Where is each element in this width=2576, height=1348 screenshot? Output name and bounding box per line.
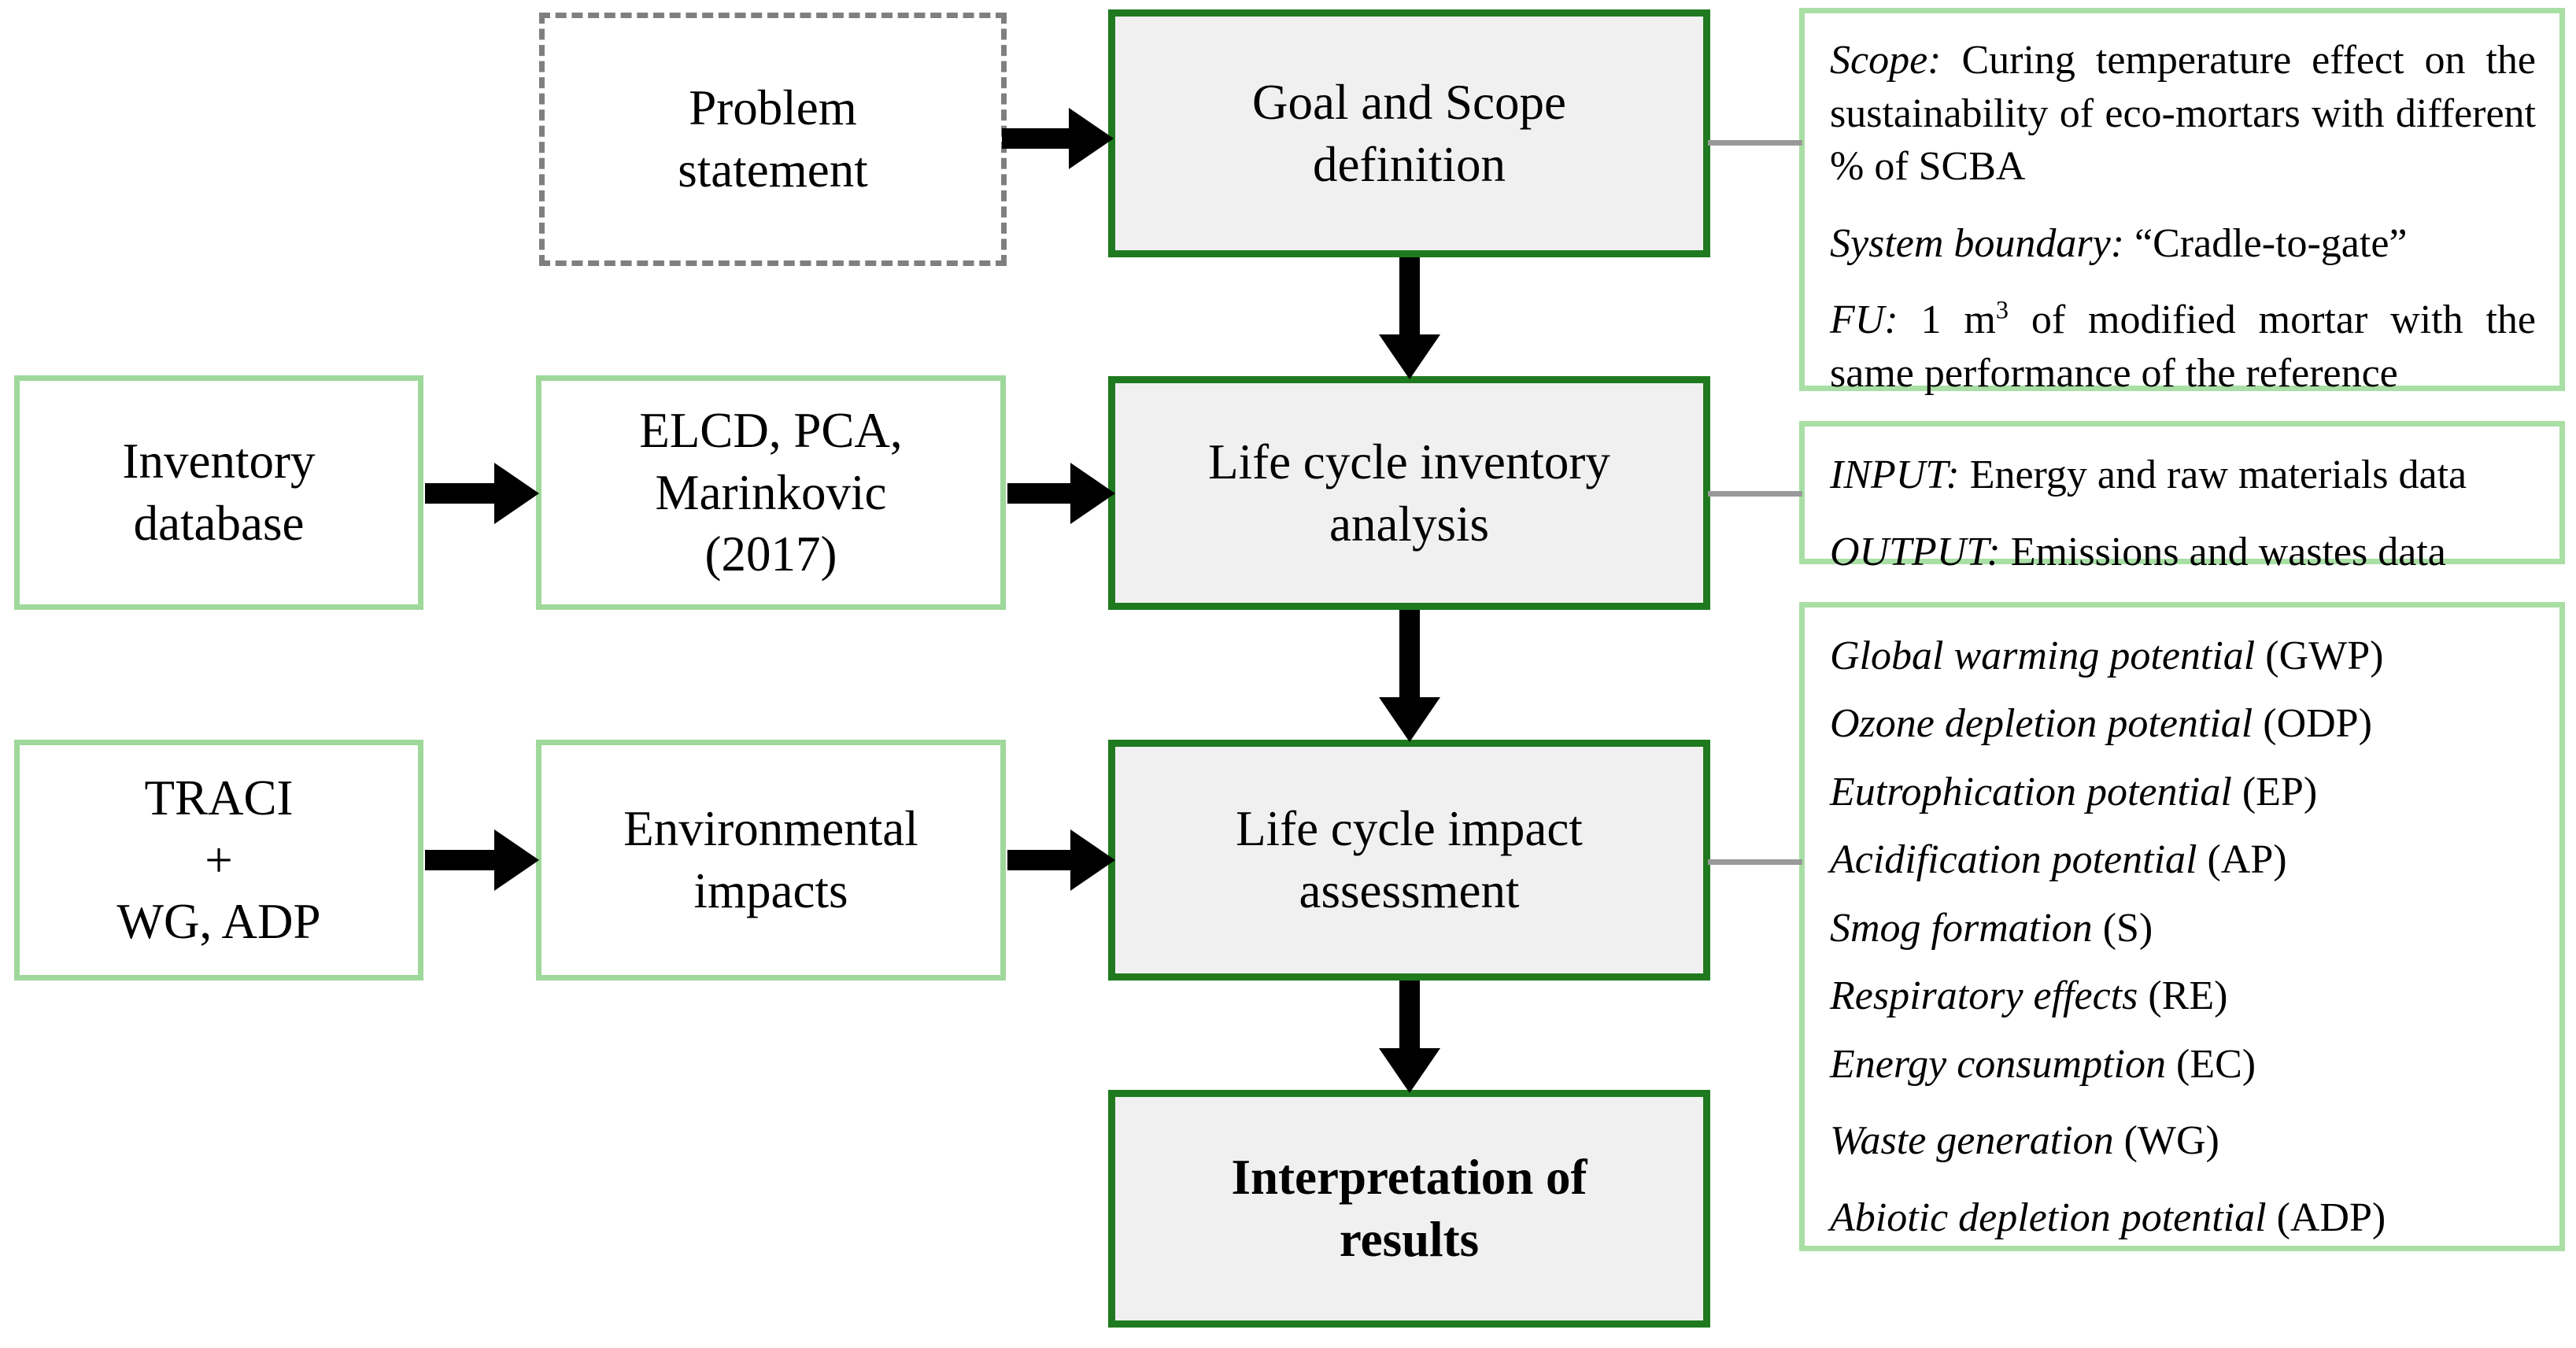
note-goal-and-scope: Scope: Curing temperature effect on the … (1799, 8, 2565, 396)
impact-category-name: Ozone depletion potential (1830, 701, 2253, 747)
connector-goal-to-note (1708, 140, 1802, 146)
note-fu-exponent: 3 (1995, 296, 2009, 325)
arrow-head (1070, 463, 1115, 524)
note-output-line: OUTPUT: Emissions and wastes data (1830, 526, 2536, 579)
impact-category-item: Respiratory effects (RE) (1830, 971, 2536, 1021)
impact-category-item: Abiotic depletion potential (ADP) (1830, 1193, 2536, 1243)
note-impact-categories: Global warming potential (GWP) Ozone dep… (1799, 602, 2565, 1251)
arrow-head (494, 829, 539, 891)
impact-category-abbr: (ADP) (2276, 1195, 2386, 1240)
node-inventory-database[interactable]: Inventory database (14, 375, 423, 610)
impact-category-abbr: (WG) (2123, 1118, 2219, 1164)
arrow-shaft (1399, 981, 1420, 1054)
arrow-head (1379, 334, 1440, 379)
node-problem-statement[interactable]: Problem statement (539, 13, 1007, 266)
node-interpretation-of-results-label: Interpretation of results (1231, 1150, 1587, 1267)
impact-category-item: Global warming potential (GWP) (1830, 631, 2536, 681)
note-input-key: INPUT: (1830, 452, 1960, 497)
arrow-shaft (425, 483, 500, 504)
impact-category-item: Energy consumption (EC) (1830, 1040, 2536, 1089)
arrow-shaft (1007, 850, 1076, 870)
note-input-text: Energy and raw materials data (1959, 452, 2467, 497)
arrow-shaft (1002, 128, 1074, 149)
impact-category-name: Abiotic depletion potential (1830, 1195, 2267, 1240)
impact-category-item: Waste generation (WG) (1830, 1116, 2536, 1165)
connector-inventory-to-note (1708, 491, 1802, 497)
arrow-shaft (1399, 610, 1420, 703)
impact-category-name: Waste generation (1830, 1118, 2114, 1164)
node-environmental-impacts[interactable]: Environmental impacts (536, 740, 1006, 981)
note-fu-key: FU: (1830, 297, 1898, 343)
arrow-shaft (1007, 483, 1076, 504)
note-inventory-io: INPUT: Energy and raw materials data OUT… (1799, 421, 2565, 574)
node-goal-and-scope-definition-label: Goal and Scope definition (1252, 74, 1566, 192)
arrow-head (1070, 829, 1115, 891)
impact-category-item: Acidification potential (AP) (1830, 835, 2536, 885)
connector-impact-to-note (1708, 859, 1802, 865)
impact-category-abbr: (ODP) (2263, 701, 2372, 747)
impact-category-name: Global warming potential (1830, 633, 2256, 678)
impact-category-name: Eutrophication potential (1830, 769, 2232, 814)
impact-category-abbr: (AP) (2207, 837, 2287, 883)
note-output-text: Emissions and wastes data (2000, 529, 2446, 574)
node-databases[interactable]: ELCD, PCA, Marinkovic (2017) (536, 375, 1006, 610)
note-scope-key: Scope: (1830, 38, 1942, 83)
arrow-head (494, 463, 539, 524)
node-life-cycle-inventory-analysis-label: Life cycle inventory analysis (1208, 434, 1610, 552)
node-traci-label: TRACI + WG, ADP (116, 770, 321, 950)
node-life-cycle-impact-assessment[interactable]: Life cycle impact assessment (1108, 740, 1710, 981)
impact-category-item: Smog formation (S) (1830, 903, 2536, 953)
impact-category-name: Acidification potential (1830, 837, 2197, 883)
note-scope-line: Scope: Curing temperature effect on the … (1830, 34, 2536, 194)
note-scope-text: Curing temperature effect on the sustain… (1830, 38, 2536, 190)
impact-category-name: Energy consumption (1830, 1041, 2166, 1087)
node-inventory-database-label: Inventory database (122, 434, 316, 551)
impact-category-name: Smog formation (1830, 905, 2093, 951)
node-life-cycle-impact-assessment-label: Life cycle impact assessment (1236, 801, 1583, 918)
impact-category-abbr: (GWP) (2265, 633, 2384, 678)
node-problem-statement-label: Problem statement (678, 80, 868, 198)
impact-category-item: Eutrophication potential (EP) (1830, 767, 2536, 817)
impact-category-abbr: (RE) (2148, 973, 2228, 1019)
note-system-boundary-line: System boundary: “Cradle-to-gate” (1830, 217, 2536, 271)
note-fu-suffix: of modified mortar with the same perform… (1830, 297, 2536, 396)
node-interpretation-of-results[interactable]: Interpretation of results (1108, 1090, 1710, 1328)
arrow-head (1379, 1048, 1440, 1093)
note-output-key: OUTPUT: (1830, 529, 2001, 574)
node-traci[interactable]: TRACI + WG, ADP (14, 740, 423, 981)
arrow-shaft (425, 850, 500, 870)
arrow-shaft (1399, 257, 1420, 340)
note-fu-prefix: 1 m (1898, 297, 1996, 343)
node-environmental-impacts-label: Environmental impacts (623, 801, 918, 918)
arrow-head (1379, 697, 1440, 742)
impact-category-abbr: (EP) (2242, 769, 2318, 814)
note-input-line: INPUT: Energy and raw materials data (1830, 449, 2536, 502)
note-fu-line: FU: 1 m3 of modified mortar with the sam… (1830, 294, 2536, 400)
impact-category-abbr: (EC) (2176, 1041, 2256, 1087)
node-life-cycle-inventory-analysis[interactable]: Life cycle inventory analysis (1108, 376, 1710, 610)
impact-category-name: Respiratory effects (1830, 973, 2138, 1019)
arrow-head (1069, 108, 1114, 169)
impact-category-item: Ozone depletion potential (ODP) (1830, 699, 2536, 748)
note-system-boundary-text: “Cradle-to-gate” (2124, 220, 2408, 266)
node-databases-label: ELCD, PCA, Marinkovic (2017) (639, 402, 903, 582)
note-system-boundary-key: System boundary: (1830, 220, 2125, 266)
node-goal-and-scope-definition[interactable]: Goal and Scope definition (1108, 9, 1710, 257)
impact-category-abbr: (S) (2102, 905, 2153, 951)
